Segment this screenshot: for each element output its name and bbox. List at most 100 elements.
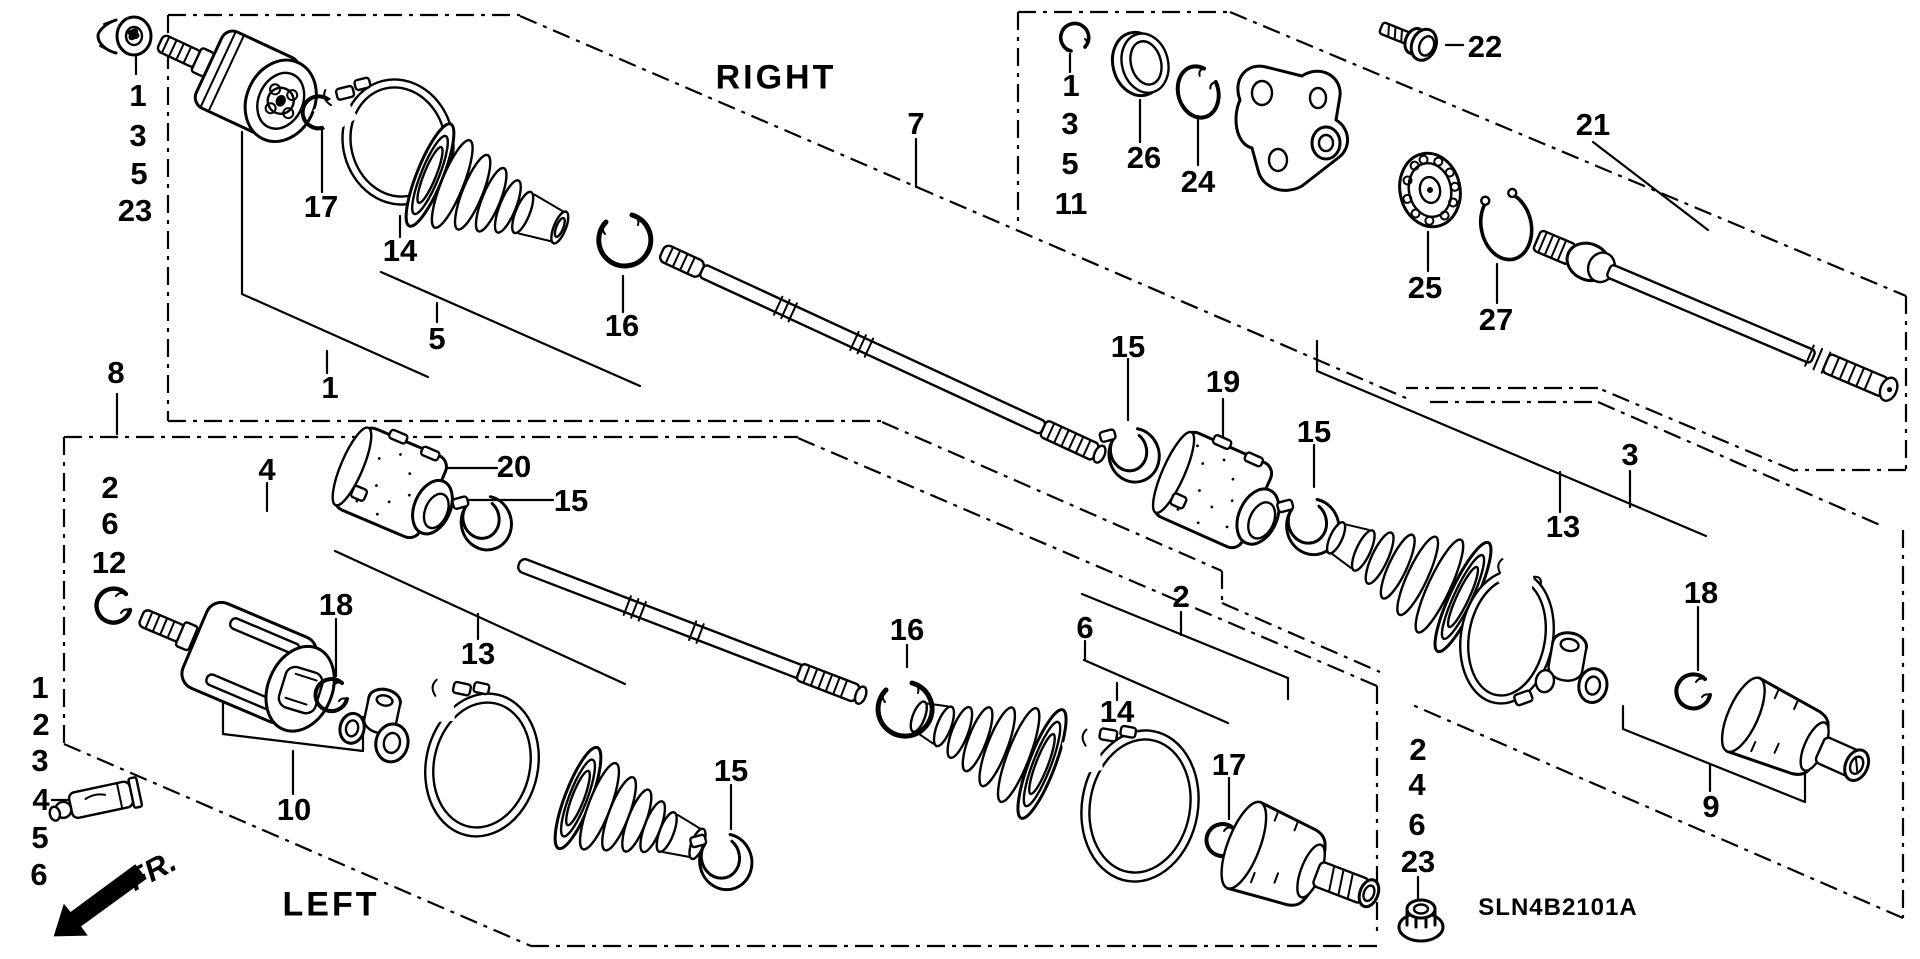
stopper-ring-18-right <box>1674 672 1712 711</box>
part-label: 13 <box>460 636 496 671</box>
part-label: 5 <box>428 321 446 356</box>
part-label: 6 <box>1408 807 1426 842</box>
part-label: 21 <box>1575 107 1611 142</box>
part-label: 26 <box>1126 140 1162 175</box>
part-label: 9 <box>1702 789 1720 824</box>
part-label: 15 <box>1110 329 1146 364</box>
boot-band-13-right <box>1459 557 1555 707</box>
part-label: 1 <box>31 670 49 705</box>
part-label: 3 <box>129 118 147 153</box>
part-label: 14 <box>382 233 418 268</box>
inner-joint-10 <box>138 600 336 733</box>
part-label: 24 <box>1180 164 1216 199</box>
circlip-1-top-right <box>1058 21 1091 53</box>
part-label: 10 <box>276 792 312 827</box>
part-label: 8 <box>107 355 125 390</box>
set-ring-16-right <box>596 212 654 269</box>
cv-boot-5-right <box>404 122 570 245</box>
boot-band-14-left <box>1061 724 1200 883</box>
boot-clamp-15-b <box>1276 497 1341 557</box>
spindle-nut-23 <box>1397 898 1445 943</box>
inner-joint-20 <box>331 426 454 540</box>
ball-bearing-25 <box>1398 151 1462 229</box>
part-label: 15 <box>713 753 749 788</box>
part-label: 23 <box>1400 844 1436 879</box>
leader-lines <box>50 43 1807 904</box>
part-label: 2 <box>1172 579 1190 614</box>
enclosure-right-assembly <box>166 13 1407 674</box>
inner-joint-right <box>156 29 318 143</box>
enclosure-left-assembly <box>62 435 1379 948</box>
part-label: 5 <box>1061 146 1079 181</box>
part-label: 5 <box>31 820 49 855</box>
stopper-ring-18-left <box>313 677 349 714</box>
part-label: 22 <box>1467 29 1503 64</box>
drive-shaft-7-right <box>658 244 1107 464</box>
boot-band-13-left <box>414 678 540 838</box>
part-label: 6 <box>30 857 48 892</box>
part-label: 3 <box>31 743 49 778</box>
boot-clamp-15-left <box>451 495 513 552</box>
part-label: 23 <box>117 193 153 228</box>
part-label: 15 <box>1296 414 1332 449</box>
part-label: 16 <box>889 612 925 647</box>
part-label: 18 <box>1683 575 1719 610</box>
part-label: 1 <box>129 78 147 113</box>
tripod-joint-right <box>1534 631 1609 704</box>
part-label: 17 <box>1211 747 1247 782</box>
part-label: 20 <box>496 449 532 484</box>
part-label: 6 <box>101 506 119 541</box>
snap-ring-24 <box>1175 64 1221 120</box>
part-label: 1 <box>321 370 339 405</box>
bearing-bracket <box>1234 64 1349 192</box>
part-label: 19 <box>1205 364 1241 399</box>
part-label: 3 <box>1061 106 1079 141</box>
part-label: 5 <box>130 156 148 191</box>
part-label: 6 <box>1076 610 1094 645</box>
part-label: 17 <box>303 189 339 224</box>
right-side-label: RIGHT <box>715 58 837 97</box>
part-label: 4 <box>32 782 50 817</box>
cv-boot-6-left <box>909 700 1068 820</box>
set-ring-16-left <box>875 680 935 739</box>
boot-clamp-15-a <box>1098 427 1161 484</box>
left-side-label: LEFT <box>282 885 380 924</box>
part-label: 4 <box>258 452 276 487</box>
part-label: 1 <box>1062 68 1080 103</box>
part-label: 13 <box>1545 509 1581 544</box>
part-label: 14 <box>1099 694 1135 729</box>
part-label: 27 <box>1478 302 1514 337</box>
front-direction-arrow <box>53 864 147 937</box>
part-label: 4 <box>1408 767 1426 802</box>
cv-boot-3-right <box>1325 521 1493 654</box>
part-label: 12 <box>91 545 127 580</box>
grease-tube-4 <box>48 776 144 822</box>
drive-shaft-8-left <box>517 558 868 705</box>
part-label: 11 <box>1054 186 1088 221</box>
part-label: 15 <box>553 483 589 518</box>
part-label: 3 <box>1621 437 1639 472</box>
inner-joint-19 <box>1151 430 1281 550</box>
enclosure-outer-joint-kit <box>1407 400 1905 920</box>
circlip-12 <box>94 586 133 625</box>
circlip-27 <box>1478 187 1534 262</box>
seal-ring-26 <box>1110 30 1170 98</box>
intermediate-shaft-21 <box>1532 229 1899 402</box>
cv-boot-5-left <box>553 745 707 861</box>
outer-joint-9 <box>1720 676 1871 783</box>
part-label: 25 <box>1407 270 1443 305</box>
tripod-spider-left <box>338 687 410 764</box>
boot-clamp-15-mid <box>689 832 754 892</box>
part-label: 2 <box>101 470 119 505</box>
part-label: 7 <box>907 106 925 141</box>
part-label: 2 <box>1409 732 1427 767</box>
enclosure-bearing-support <box>1016 10 1908 473</box>
flange-bolt-22 <box>1378 21 1438 62</box>
part-label: 18 <box>318 587 354 622</box>
diagram-code: SLN4B2101A <box>1478 894 1638 921</box>
outer-joint-2-left <box>1220 800 1381 909</box>
part-label: 2 <box>32 707 50 742</box>
part-label: 16 <box>604 308 640 343</box>
